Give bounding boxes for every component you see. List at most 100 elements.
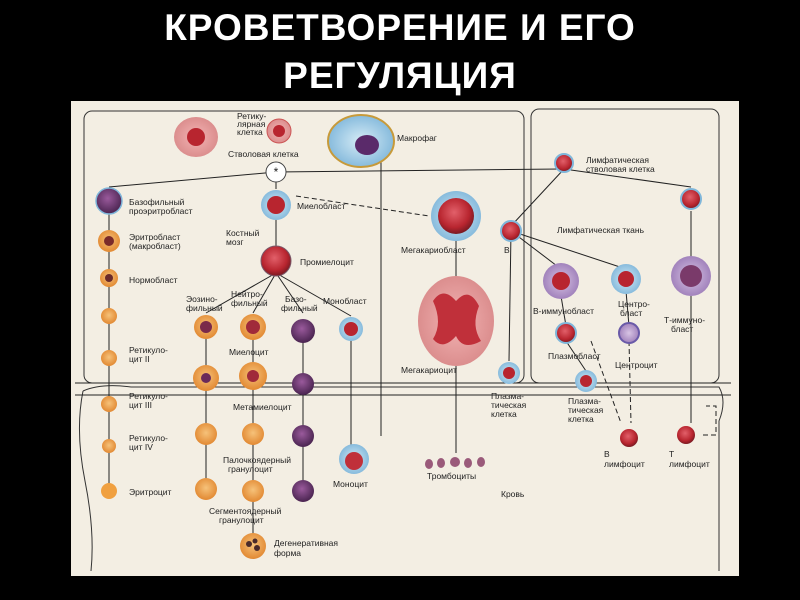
centroblast-nucleus [618, 271, 634, 287]
megakaryocyte-nucleus [433, 293, 481, 345]
label-centrocyte: Центроцит [615, 360, 658, 370]
basophil-myelocyte [291, 319, 315, 343]
b1-cell [500, 220, 522, 242]
label-retic3-2: цит III [129, 400, 152, 410]
label-reticular-3: клетка [237, 127, 263, 137]
label-plasma-a-1: Плазма- [491, 391, 524, 401]
degen-fragment-3 [252, 538, 258, 544]
label-plasma-a-2: тическая [491, 400, 527, 410]
label-degen-2: форма [274, 548, 301, 558]
label-t-immunoblast-2: бласт [671, 324, 693, 334]
label-plasma-b-2: тическая [568, 405, 604, 415]
label-baso-1: Базо- [285, 294, 307, 304]
title-line-2: РЕГУЛЯЦИЯ [283, 55, 517, 96]
label-myelocyte: Миелоцит [229, 347, 269, 357]
title-line-1: КРОВЕТВОРЕНИЕ И ЕГО [164, 7, 636, 48]
label-monocyte: Моноцит [333, 479, 368, 489]
promyelocyte [260, 245, 292, 277]
label-reticular-2: лярная [237, 119, 266, 129]
macrophage-nucleus [355, 135, 379, 155]
basophil-segmented [292, 480, 314, 502]
plasma-a-nucleus [503, 367, 515, 379]
label-baso-pro-1: Базофильный [129, 197, 185, 207]
erythrocyte [101, 483, 117, 499]
t2-lymphocyte [677, 426, 695, 444]
centrocyte [618, 322, 640, 344]
label-centroblast-2: бласт [620, 308, 642, 318]
label-t-immunoblast-1: Т-иммуно- [664, 315, 705, 325]
label-retic4-2: цит IV [129, 442, 153, 452]
label-megakaryocyte: Мегакариоцит [401, 365, 457, 375]
label-band-2: гранулоцит [228, 464, 273, 474]
label-thrombocytes: Тромбоциты [427, 471, 476, 481]
neut-nucleus-1 [246, 320, 260, 334]
label-lymph-tissue: Лимфатическая ткань [557, 225, 645, 235]
myeloblast-nucleus [267, 196, 285, 214]
plasma-b-nucleus [580, 375, 592, 387]
reticulocyte-1 [101, 308, 117, 324]
stem-cell-mark: * [274, 165, 279, 179]
label-retic2-1: Ретикуло- [129, 345, 168, 355]
thrombocytes [425, 457, 485, 469]
label-normoblast: Нормобласт [129, 275, 178, 285]
label-metamyelocyte: Метамиелоцит [233, 402, 292, 412]
neut-nucleus-2 [247, 370, 259, 382]
dashed-lines [295, 195, 717, 436]
label-b1: B [504, 245, 510, 255]
label-plasmablast: Плазмобласт [548, 351, 601, 361]
stem-cell [265, 161, 287, 183]
label-erythrocyte: Эритроцит [129, 487, 172, 497]
eos-nucleus-2 [201, 373, 211, 383]
label-eos-2: фильный [186, 303, 223, 313]
label-eos-1: Эозино- [186, 294, 218, 304]
label-blood: Кровь [501, 489, 525, 499]
hematopoiesis-diagram: * [71, 101, 739, 576]
label-stem-cell: Стволовая клетка [228, 149, 299, 159]
monocyte-nucleus [345, 452, 363, 470]
label-erythroblast-2: (макробласт) [129, 241, 181, 251]
neutrophil-band [242, 423, 264, 445]
eosinophil-band [195, 423, 217, 445]
eosinophil-segmented [195, 478, 217, 500]
label-retic2-2: цит II [129, 354, 150, 364]
cells: * [95, 114, 711, 559]
label-megakaryoblast: Мегакариобласт [401, 245, 466, 255]
label-macrophage: Макрофаг [397, 133, 437, 143]
b-immunoblast-nucleus [552, 272, 570, 290]
label-plasma-a-3: клетка [491, 409, 517, 419]
label-reticular-1: Ретику- [237, 111, 266, 121]
label-seg-2: гранулоцит [219, 515, 264, 525]
label-lymph-stem-2: стволовая клетка [586, 164, 655, 174]
basophil-band [292, 425, 314, 447]
blood-boundary-lines [75, 382, 731, 396]
megakaryoblast-nucleus [438, 198, 474, 234]
basophilic-proerythroblast [95, 187, 123, 215]
eos-nucleus-1 [200, 321, 212, 333]
normoblast-nucleus [105, 274, 113, 282]
reticular-small-nucleus [273, 125, 285, 137]
reticulocyte-3 [101, 396, 117, 412]
label-bone-marrow-1: Костный [226, 228, 260, 238]
reticular-nucleus [187, 128, 205, 146]
blood-vessel-outline [78, 385, 724, 572]
label-retic3-1: Ретикуло- [129, 391, 168, 401]
label-baso-2: фильный [281, 303, 318, 313]
label-bone-marrow-2: мозг [226, 237, 243, 247]
label-band-1: Палочкоядерный [223, 455, 291, 465]
label-t2-1: T [669, 449, 674, 459]
label-seg-1: Сегментоядерный [209, 506, 282, 516]
label-plasma-b-3: клетка [568, 414, 594, 424]
label-degen-1: Дегенеративная [274, 538, 338, 548]
basophil-metamyelocyte [292, 373, 314, 395]
neutrophil-segmented [242, 480, 264, 502]
degen-fragment-2 [254, 545, 260, 551]
monoblast-nucleus [344, 322, 358, 336]
slide-title: КРОВЕТВОРЕНИЕ И ЕГО РЕГУЛЯЦИЯ [0, 4, 800, 100]
t-lymph-stem [680, 188, 702, 210]
label-monoblast: Монобласт [323, 296, 367, 306]
label-myeloblast: Миелобласт [297, 201, 345, 211]
t-immunoblast-nucleus [680, 265, 702, 287]
label-b2-1: B [604, 449, 610, 459]
label-lymph-stem-1: Лимфатическая [586, 155, 649, 165]
plasmablast [555, 322, 577, 344]
